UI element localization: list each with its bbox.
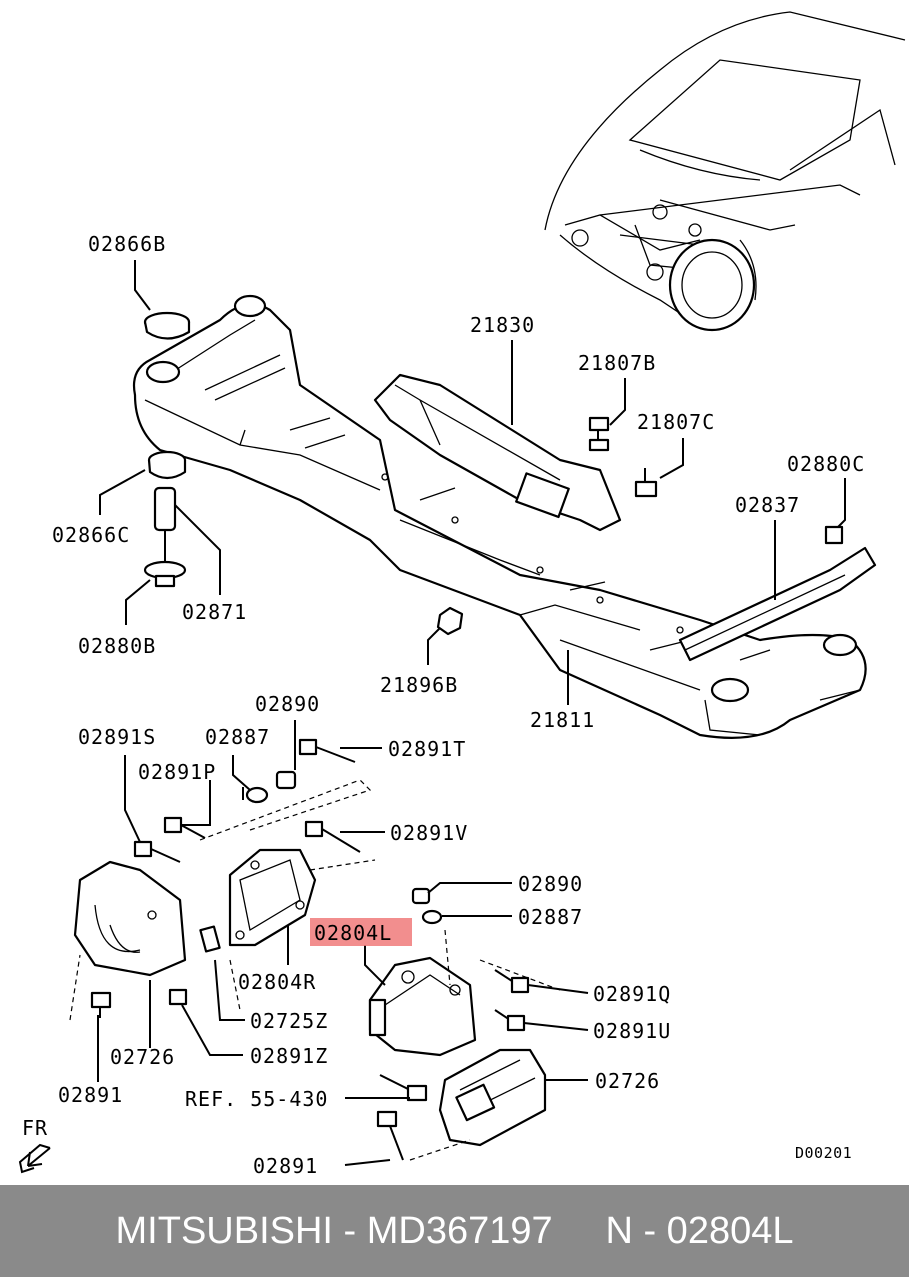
label-02726-left: 02726: [110, 1045, 175, 1069]
mount-bracket-02804R: [228, 848, 317, 947]
bolt-02891-left: [90, 991, 112, 1018]
crossmember-21811: [132, 294, 867, 739]
label-21807C: 21807C: [637, 410, 715, 434]
bushing-02866C: [147, 450, 187, 480]
bolt-21807C: [634, 468, 658, 498]
footer-brand: MITSUBISHI: [115, 1209, 333, 1252]
label-21807B: 21807B: [578, 351, 656, 375]
spacer-02871: [153, 486, 177, 532]
label-02725Z: 02725Z: [250, 1009, 328, 1033]
label-21830: 21830: [470, 313, 535, 337]
footer-ref-number: N - 02804L: [605, 1209, 794, 1252]
bushing-02866B: [143, 311, 191, 340]
label-02871: 02871: [182, 600, 247, 624]
footer-bar: MITSUBISHI - MD367197 N - 02804L: [0, 1185, 909, 1277]
label-diagram-code: D00201: [795, 1144, 852, 1162]
mount-bracket-02804L: [368, 956, 477, 1057]
bracket-21830: [373, 373, 622, 532]
label-02880C: 02880C: [787, 452, 865, 476]
label-21811: 21811: [530, 708, 595, 732]
washer-02887-right: [421, 909, 443, 925]
bolt-ref: [379, 1074, 428, 1102]
label-02891Z: 02891Z: [250, 1044, 328, 1068]
label-02891S: 02891S: [78, 725, 156, 749]
label-02837: 02837: [735, 493, 800, 517]
nut-02890-top: [275, 770, 297, 790]
bolt-02891P: [163, 816, 206, 839]
label-02804R: 02804R: [238, 970, 316, 994]
label-02891T: 02891T: [388, 737, 466, 761]
label-02726-right: 02726: [595, 1069, 660, 1093]
label-02890-right: 02890: [518, 872, 583, 896]
label-fr: FR: [22, 1116, 48, 1140]
insulator-02726-left: [73, 860, 187, 977]
leader-lines: [97, 260, 846, 1166]
label-02891-left: 02891: [58, 1083, 123, 1107]
bracket-02725Z: [199, 925, 221, 953]
assembly-lines: [69, 779, 561, 1161]
bolt-02891Q: [494, 969, 530, 994]
part-labels: 02866B 21830 21807B 21807C 02880C 02837 …: [22, 232, 865, 1178]
rail-02837: [678, 546, 877, 662]
label-02887-top: 02887: [205, 725, 270, 749]
label-02887-right: 02887: [518, 905, 583, 929]
bolt-02891V: [304, 820, 361, 853]
nut-21896B: [436, 606, 464, 636]
parts-diagram: 02866B 21830 21807B 21807C 02880C 02837 …: [18, 11, 906, 1178]
bolt-02880B: [143, 530, 187, 588]
vehicle-outline: [544, 11, 906, 332]
label-02866B: 02866B: [88, 232, 166, 256]
label-ref: REF. 55-430: [185, 1087, 328, 1111]
bolt-02891T: [298, 738, 356, 763]
nut-02890-right: [411, 887, 431, 905]
nut-02880C: [824, 525, 844, 545]
label-02891P: 02891P: [138, 760, 216, 784]
bolt-02891U: [494, 1009, 526, 1032]
label-02880B: 02880B: [78, 634, 156, 658]
label-02891Q: 02891Q: [593, 982, 671, 1006]
front-arrow-icon: [18, 1143, 51, 1174]
label-02891U: 02891U: [593, 1019, 671, 1043]
insulator-02726-right: [438, 1048, 547, 1147]
footer-part-number: MD367197: [366, 1209, 553, 1252]
label-02866C: 02866C: [52, 523, 130, 547]
bolt-02891S: [133, 840, 181, 863]
label-02891V: 02891V: [390, 821, 468, 845]
highlight-02804L: [310, 918, 412, 946]
label-02890-top: 02890: [255, 692, 320, 716]
bolt-21807B: [588, 416, 610, 452]
label-02804L: 02804L: [314, 921, 392, 945]
bolt-02891-bottom: [376, 1110, 404, 1161]
label-21896B: 21896B: [380, 673, 458, 697]
label-02891-bottom: 02891: [253, 1154, 318, 1178]
washer-02887-top: [245, 786, 269, 804]
bolt-02891Z: [168, 988, 188, 1006]
